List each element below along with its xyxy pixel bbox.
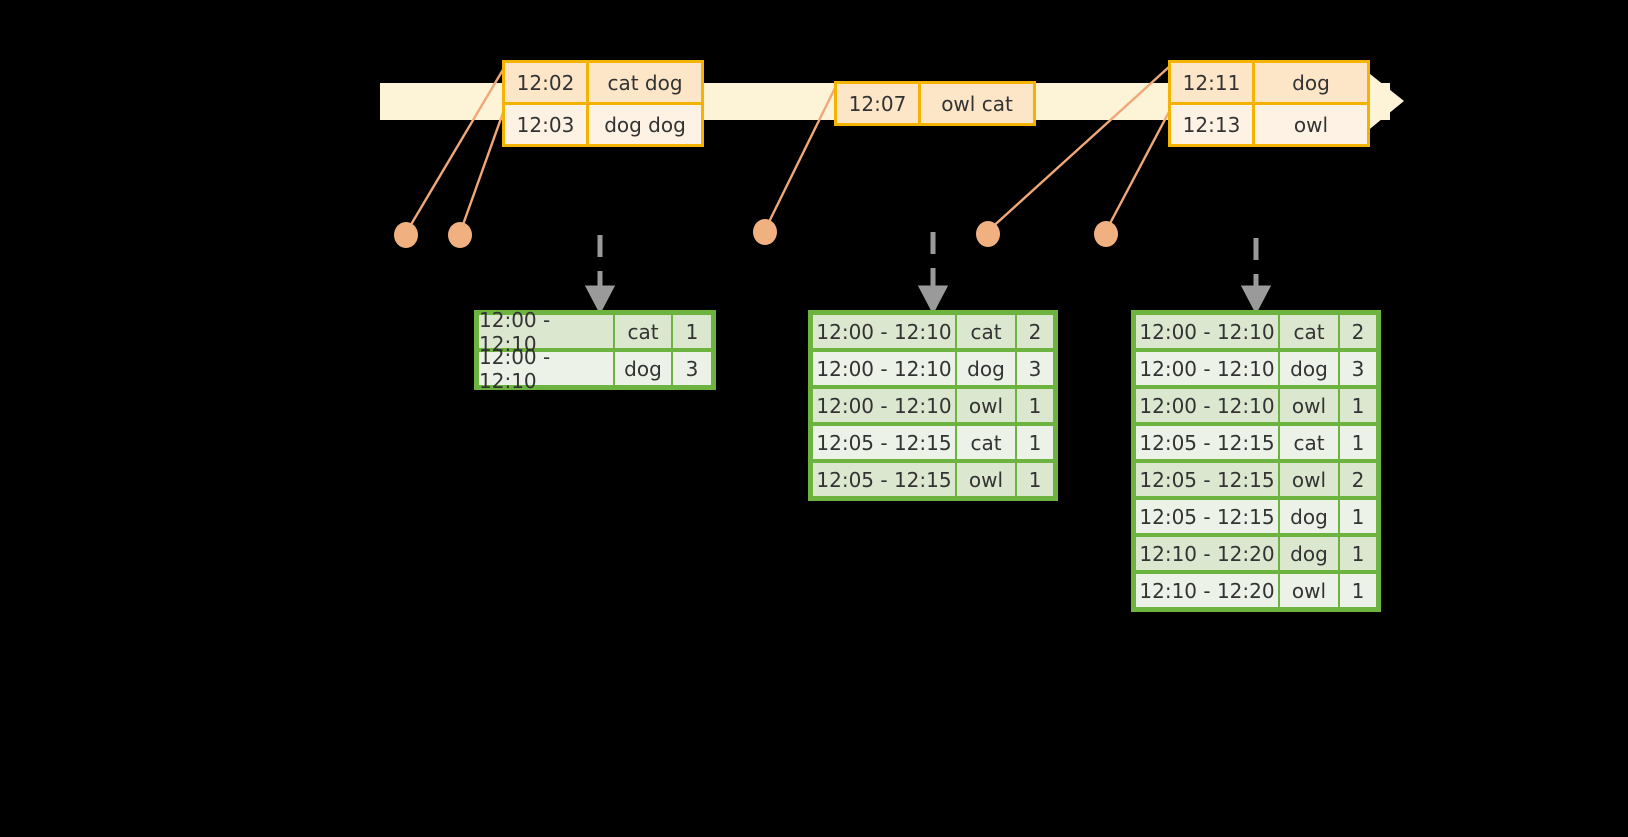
table-row[interactable]: 12:00 - 12:10 owl 1: [811, 387, 1055, 424]
table-row[interactable]: 12:00 - 12:10 cat 2: [811, 313, 1055, 350]
cell-count: 1: [1340, 574, 1376, 607]
cell-count: 3: [1017, 352, 1053, 385]
result-table-2[interactable]: 12:00 - 12:10 cat 2 12:00 - 12:10 dog 3 …: [808, 310, 1058, 501]
cell-window: 12:10 - 12:20: [1136, 537, 1278, 570]
table-row[interactable]: 12:05 - 12:15 owl 2: [1134, 461, 1378, 498]
cell-key: cat: [1280, 426, 1338, 459]
table-row[interactable]: 12:00 - 12:10 dog 3: [477, 345, 713, 393]
cell-count: 2: [1340, 463, 1376, 496]
cell-window: 12:00 - 12:10: [1136, 389, 1278, 422]
cell-key: cat: [1280, 315, 1338, 348]
cell-count: 1: [1017, 389, 1053, 422]
cell-key: owl: [957, 463, 1015, 496]
cell-count: 1: [673, 315, 711, 348]
event-row[interactable]: 12:13 owl: [1171, 102, 1367, 144]
cell-window: 12:10 - 12:20: [1136, 574, 1278, 607]
cell-count: 1: [1017, 463, 1053, 496]
event-value: owl: [1255, 105, 1367, 144]
cell-window: 12:00 - 12:10: [479, 345, 613, 393]
event-value: owl cat: [921, 84, 1033, 123]
cell-window: 12:05 - 12:15: [1136, 463, 1278, 496]
event-dots: [394, 219, 1118, 248]
event-group-2[interactable]: 12:07 owl cat: [834, 81, 1036, 126]
event-time: 12:11: [1171, 63, 1255, 102]
cell-window: 12:05 - 12:15: [1136, 500, 1278, 533]
table-row[interactable]: 12:05 - 12:15 cat 1: [1134, 424, 1378, 461]
event-time: 12:03: [505, 105, 589, 144]
cell-key: owl: [1280, 574, 1338, 607]
table-row[interactable]: 12:00 - 12:10 owl 1: [1134, 387, 1378, 424]
cell-count: 2: [1340, 315, 1376, 348]
event-value: dog: [1255, 63, 1367, 102]
cell-key: cat: [615, 315, 671, 348]
event-row[interactable]: 12:03 dog dog: [505, 102, 701, 144]
event-row[interactable]: 12:11 dog: [1171, 63, 1367, 102]
dot-1: [394, 222, 418, 248]
cell-count: 1: [1340, 389, 1376, 422]
cell-window: 12:05 - 12:15: [813, 463, 955, 496]
table-row[interactable]: 12:10 - 12:20 dog 1: [1134, 535, 1378, 572]
event-time: 12:07: [837, 84, 921, 123]
result-table-1[interactable]: 12:00 - 12:10 cat 1 12:00 - 12:10 dog 3: [474, 308, 716, 393]
table-row[interactable]: 12:00 - 12:10 cat 1: [477, 308, 713, 356]
cell-window: 12:00 - 12:10: [1136, 352, 1278, 385]
event-group-3[interactable]: 12:11 dog 12:13 owl: [1168, 60, 1370, 147]
cell-window: 12:05 - 12:15: [813, 426, 955, 459]
cell-key: owl: [1280, 463, 1338, 496]
cell-key: dog: [1280, 537, 1338, 570]
cell-key: owl: [1280, 389, 1338, 422]
cell-key: owl: [957, 389, 1015, 422]
cell-key: dog: [957, 352, 1015, 385]
table-row[interactable]: 12:05 - 12:15 owl 1: [811, 461, 1055, 498]
event-value: cat dog: [589, 63, 701, 102]
event-row[interactable]: 12:07 owl cat: [837, 84, 1033, 123]
cell-window: 12:00 - 12:10: [813, 315, 955, 348]
event-group-1[interactable]: 12:02 cat dog 12:03 dog dog: [502, 60, 704, 147]
cell-window: 12:00 - 12:10: [813, 352, 955, 385]
cell-key: cat: [957, 426, 1015, 459]
cell-count: 1: [1340, 426, 1376, 459]
cell-window: 12:00 - 12:10: [813, 389, 955, 422]
dot-2: [448, 222, 472, 248]
table-row[interactable]: 12:00 - 12:10 dog 3: [1134, 350, 1378, 387]
dot-5: [1094, 221, 1118, 247]
table-row[interactable]: 12:10 - 12:20 owl 1: [1134, 572, 1378, 609]
cell-count: 1: [1340, 500, 1376, 533]
cell-count: 3: [673, 352, 711, 385]
event-time: 12:02: [505, 63, 589, 102]
event-time: 12:13: [1171, 105, 1255, 144]
dot-3: [753, 219, 777, 245]
cell-count: 2: [1017, 315, 1053, 348]
table-row[interactable]: 12:05 - 12:15 cat 1: [811, 424, 1055, 461]
cell-window: 12:00 - 12:10: [479, 308, 613, 356]
dashed-arrows: [584, 232, 1272, 315]
cell-key: cat: [957, 315, 1015, 348]
cell-key: dog: [615, 352, 671, 385]
cell-count: 1: [1340, 537, 1376, 570]
table-row[interactable]: 12:05 - 12:15 dog 1: [1134, 498, 1378, 535]
result-table-3[interactable]: 12:00 - 12:10 cat 2 12:00 - 12:10 dog 3 …: [1131, 310, 1381, 612]
event-value: dog dog: [589, 105, 701, 144]
cell-key: dog: [1280, 500, 1338, 533]
table-row[interactable]: 12:00 - 12:10 dog 3: [811, 350, 1055, 387]
cell-window: 12:05 - 12:15: [1136, 426, 1278, 459]
cell-count: 3: [1340, 352, 1376, 385]
dot-4: [976, 221, 1000, 247]
table-row[interactable]: 12:00 - 12:10 cat 2: [1134, 313, 1378, 350]
cell-window: 12:00 - 12:10: [1136, 315, 1278, 348]
cell-key: dog: [1280, 352, 1338, 385]
event-row[interactable]: 12:02 cat dog: [505, 63, 701, 102]
cell-count: 1: [1017, 426, 1053, 459]
